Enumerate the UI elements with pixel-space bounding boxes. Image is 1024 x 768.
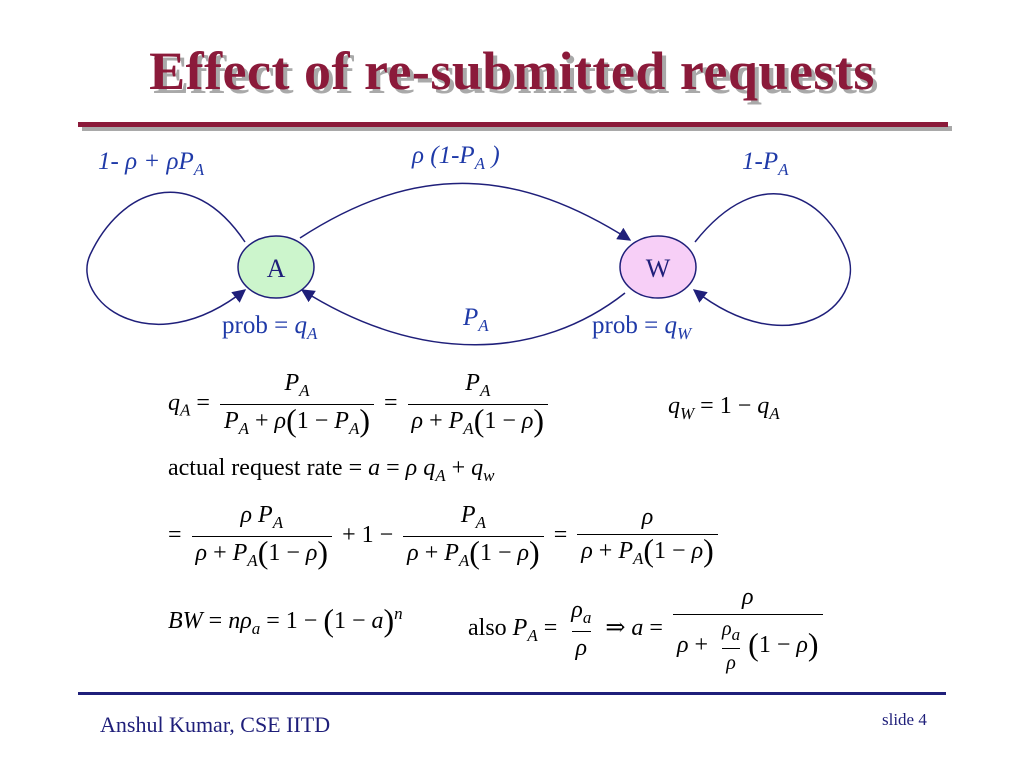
title-rule: [78, 122, 948, 127]
label-a-to-w: ρ (1-PA ): [412, 142, 500, 173]
label-w-to-a: PA: [463, 304, 489, 335]
arrow-a-to-w: [299, 182, 632, 241]
arrow-a-self-loop: [86, 191, 247, 325]
equation-qa: qA = PA PA + ρ(1 − PA) = PA ρ + PA(1 − ρ…: [168, 370, 552, 439]
node-a: [237, 235, 315, 299]
label-a-self-loop: 1- ρ + ρPA: [98, 148, 205, 179]
arrow-w-to-a: [300, 289, 626, 346]
equation-expansion: = ρ PA ρ + PA(1 − ρ) + 1 − PA ρ + PA(1 −…: [168, 502, 722, 571]
node-w: [619, 235, 697, 299]
equation-qw: qW = 1 − qA: [668, 393, 780, 423]
footer-rule: [78, 692, 946, 695]
label-prob-w: prob = qW: [592, 312, 692, 343]
arrow-w-self-loop: [692, 193, 852, 327]
footer-author: Anshul Kumar, CSE IITD: [100, 712, 331, 737]
equation-bandwidth: BW = nρa = 1 − (1 − a)n: [168, 602, 403, 638]
equation-request-rate: actual request rate = a = ρ qA + qw: [168, 455, 495, 485]
node-a-label: A: [267, 254, 286, 283]
state-diagram: A W: [86, 182, 852, 346]
slide-number: slide 4: [882, 710, 927, 729]
slide-title: Effect of re-submitted requests: [149, 41, 875, 101]
label-prob-a: prob = qA: [222, 312, 318, 343]
node-w-label: W: [646, 254, 671, 283]
label-w-self-loop: 1-PA: [742, 148, 789, 179]
